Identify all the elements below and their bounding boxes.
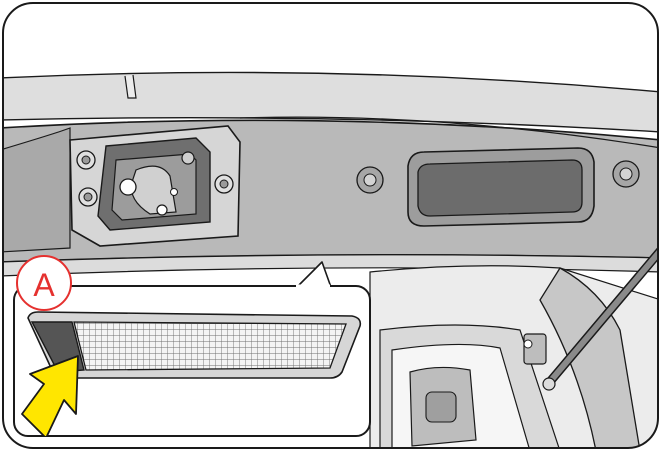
latch-pivot xyxy=(119,178,137,196)
bolt-icon xyxy=(78,187,98,207)
handle-recess-inner xyxy=(417,159,583,217)
tailgate-lower-lip xyxy=(3,254,658,277)
detail-callout xyxy=(13,284,371,437)
hinge-bolt xyxy=(523,339,533,349)
gas-strut xyxy=(545,247,658,387)
high-mount-lamp-lens xyxy=(73,321,347,371)
strut-mount xyxy=(542,377,556,391)
roof-clip xyxy=(124,74,137,99)
bolt-icon xyxy=(214,174,234,194)
roof-edge xyxy=(3,71,658,133)
side-pillar xyxy=(539,267,641,448)
clip-icon xyxy=(612,160,640,188)
latch-screw xyxy=(181,151,195,165)
callout-label-badge: A xyxy=(16,255,72,311)
hinge-bracket xyxy=(523,333,547,365)
headrest xyxy=(425,391,457,423)
trim-panel-left-edge xyxy=(3,127,71,253)
trim-panel-crease xyxy=(239,116,658,149)
callout-label: A xyxy=(33,267,55,303)
latch-pin xyxy=(156,204,168,216)
latch-rivet xyxy=(170,188,178,196)
bolt-icon xyxy=(76,150,96,170)
arrow-up-right-icon xyxy=(21,355,79,436)
clip-icon xyxy=(356,166,384,194)
